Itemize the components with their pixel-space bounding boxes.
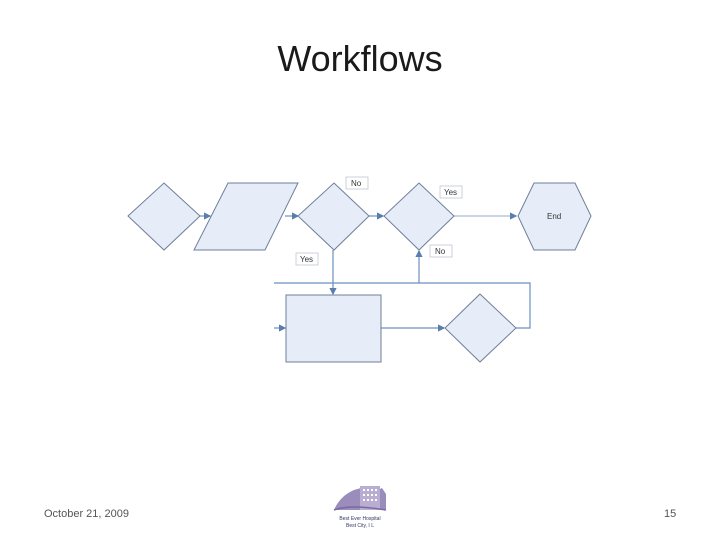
page-number: 15 [664, 508, 677, 520]
connector-top-loop [274, 282, 531, 329]
end-hexagon [517, 182, 592, 251]
shapes [127, 182, 592, 363]
decision-diamond-4 [444, 293, 517, 363]
label-yes-left: Yes [300, 255, 313, 264]
label-box-no-top [345, 176, 369, 190]
label-no-top: No [351, 179, 362, 188]
data-parallelogram [193, 182, 299, 251]
decision-diamond-2 [297, 182, 370, 251]
slide-title: Workflows [277, 38, 443, 79]
label-no-lower: No [435, 247, 446, 256]
logo-caption: Best Ever Hospital Best City, I L [318, 516, 402, 530]
label-boxes [295, 176, 463, 266]
connectors [200, 212, 531, 332]
footer-date: October 21, 2009 [44, 508, 130, 520]
label-end: End [547, 212, 561, 221]
logo-line-2: Best City, I L [346, 523, 374, 529]
hospital-logo-icon [333, 486, 387, 511]
label-box-yes-left [295, 252, 319, 266]
label-box-yes-right [439, 185, 463, 199]
label-box-no-lower [429, 244, 453, 258]
decision-diamond-3 [383, 182, 455, 251]
process-box [285, 294, 382, 363]
logo-line-1: Best Ever Hospital [339, 516, 381, 522]
label-yes-right: Yes [444, 188, 457, 197]
decision-diamond-1 [127, 182, 201, 251]
